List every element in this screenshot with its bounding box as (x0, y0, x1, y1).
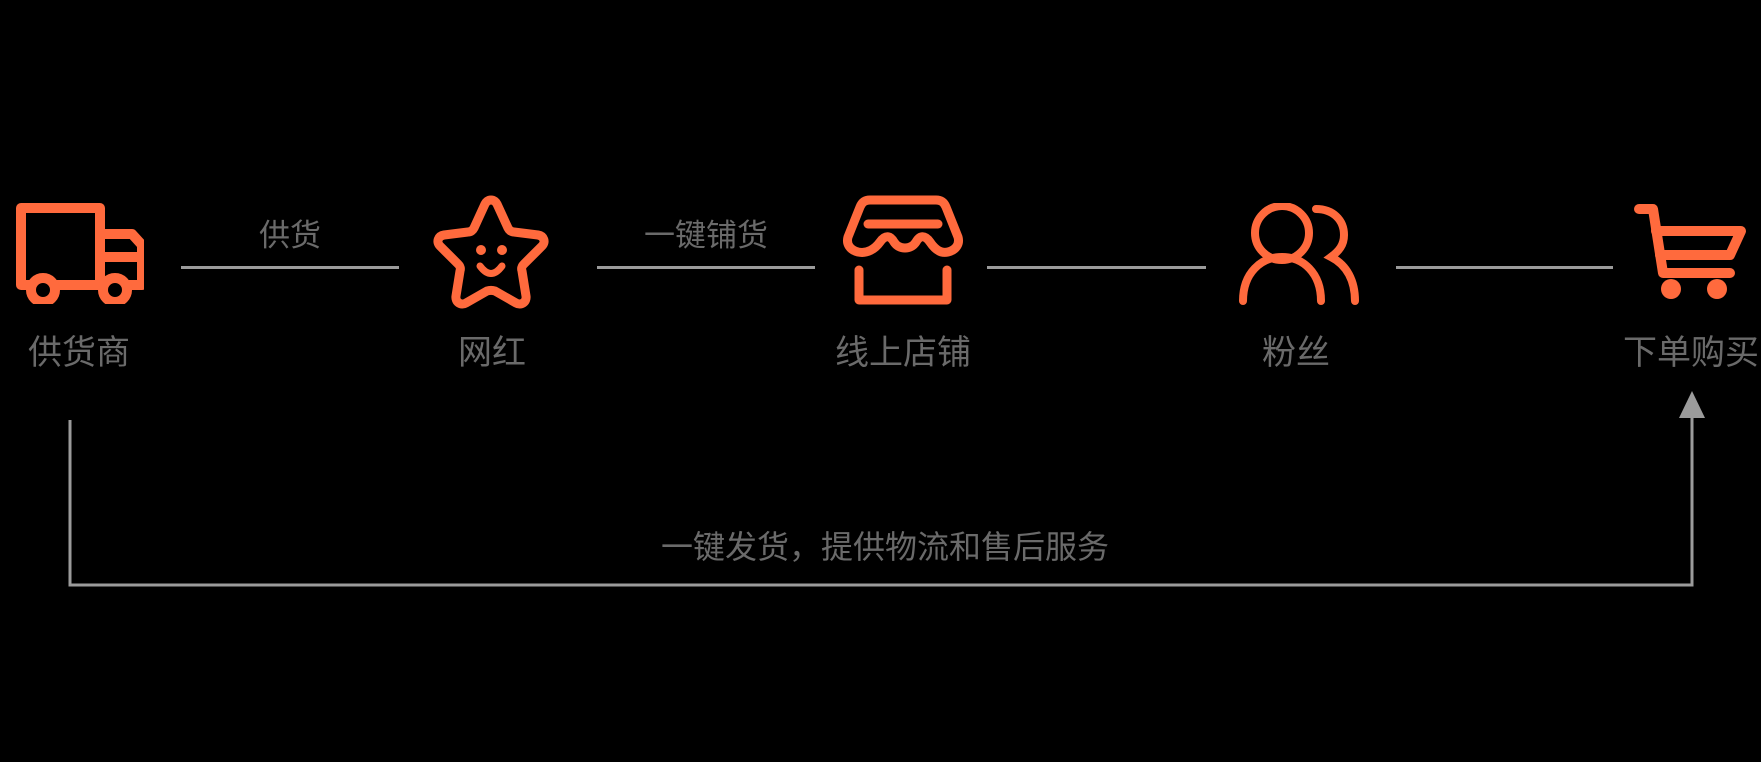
edge-label-supply: 供货 (259, 218, 321, 254)
return-edge-label: 一键发货，提供物流和售后服务 (660, 528, 1110, 566)
connector-influencer-store (597, 266, 815, 269)
storefront-icon (843, 195, 963, 305)
connector-store-fans (987, 266, 1206, 269)
node-label-influencer: 网红 (458, 333, 526, 373)
node-label-purchase: 下单购买 (1623, 333, 1759, 373)
node-label-supplier: 供货商 (28, 333, 130, 373)
node-label-online-store: 线上店铺 (835, 333, 971, 373)
connector-supplier-influencer (181, 266, 399, 269)
users-icon (1239, 203, 1359, 305)
connector-fans-purchase (1396, 266, 1613, 269)
shopping-cart-icon (1634, 204, 1746, 299)
node-label-fans: 粉丝 (1262, 333, 1330, 373)
smiling-star-icon (433, 195, 549, 309)
arrow-up-icon (1679, 391, 1705, 418)
truck-icon (16, 203, 144, 304)
edge-label-one-click-listing: 一键铺货 (644, 218, 768, 254)
